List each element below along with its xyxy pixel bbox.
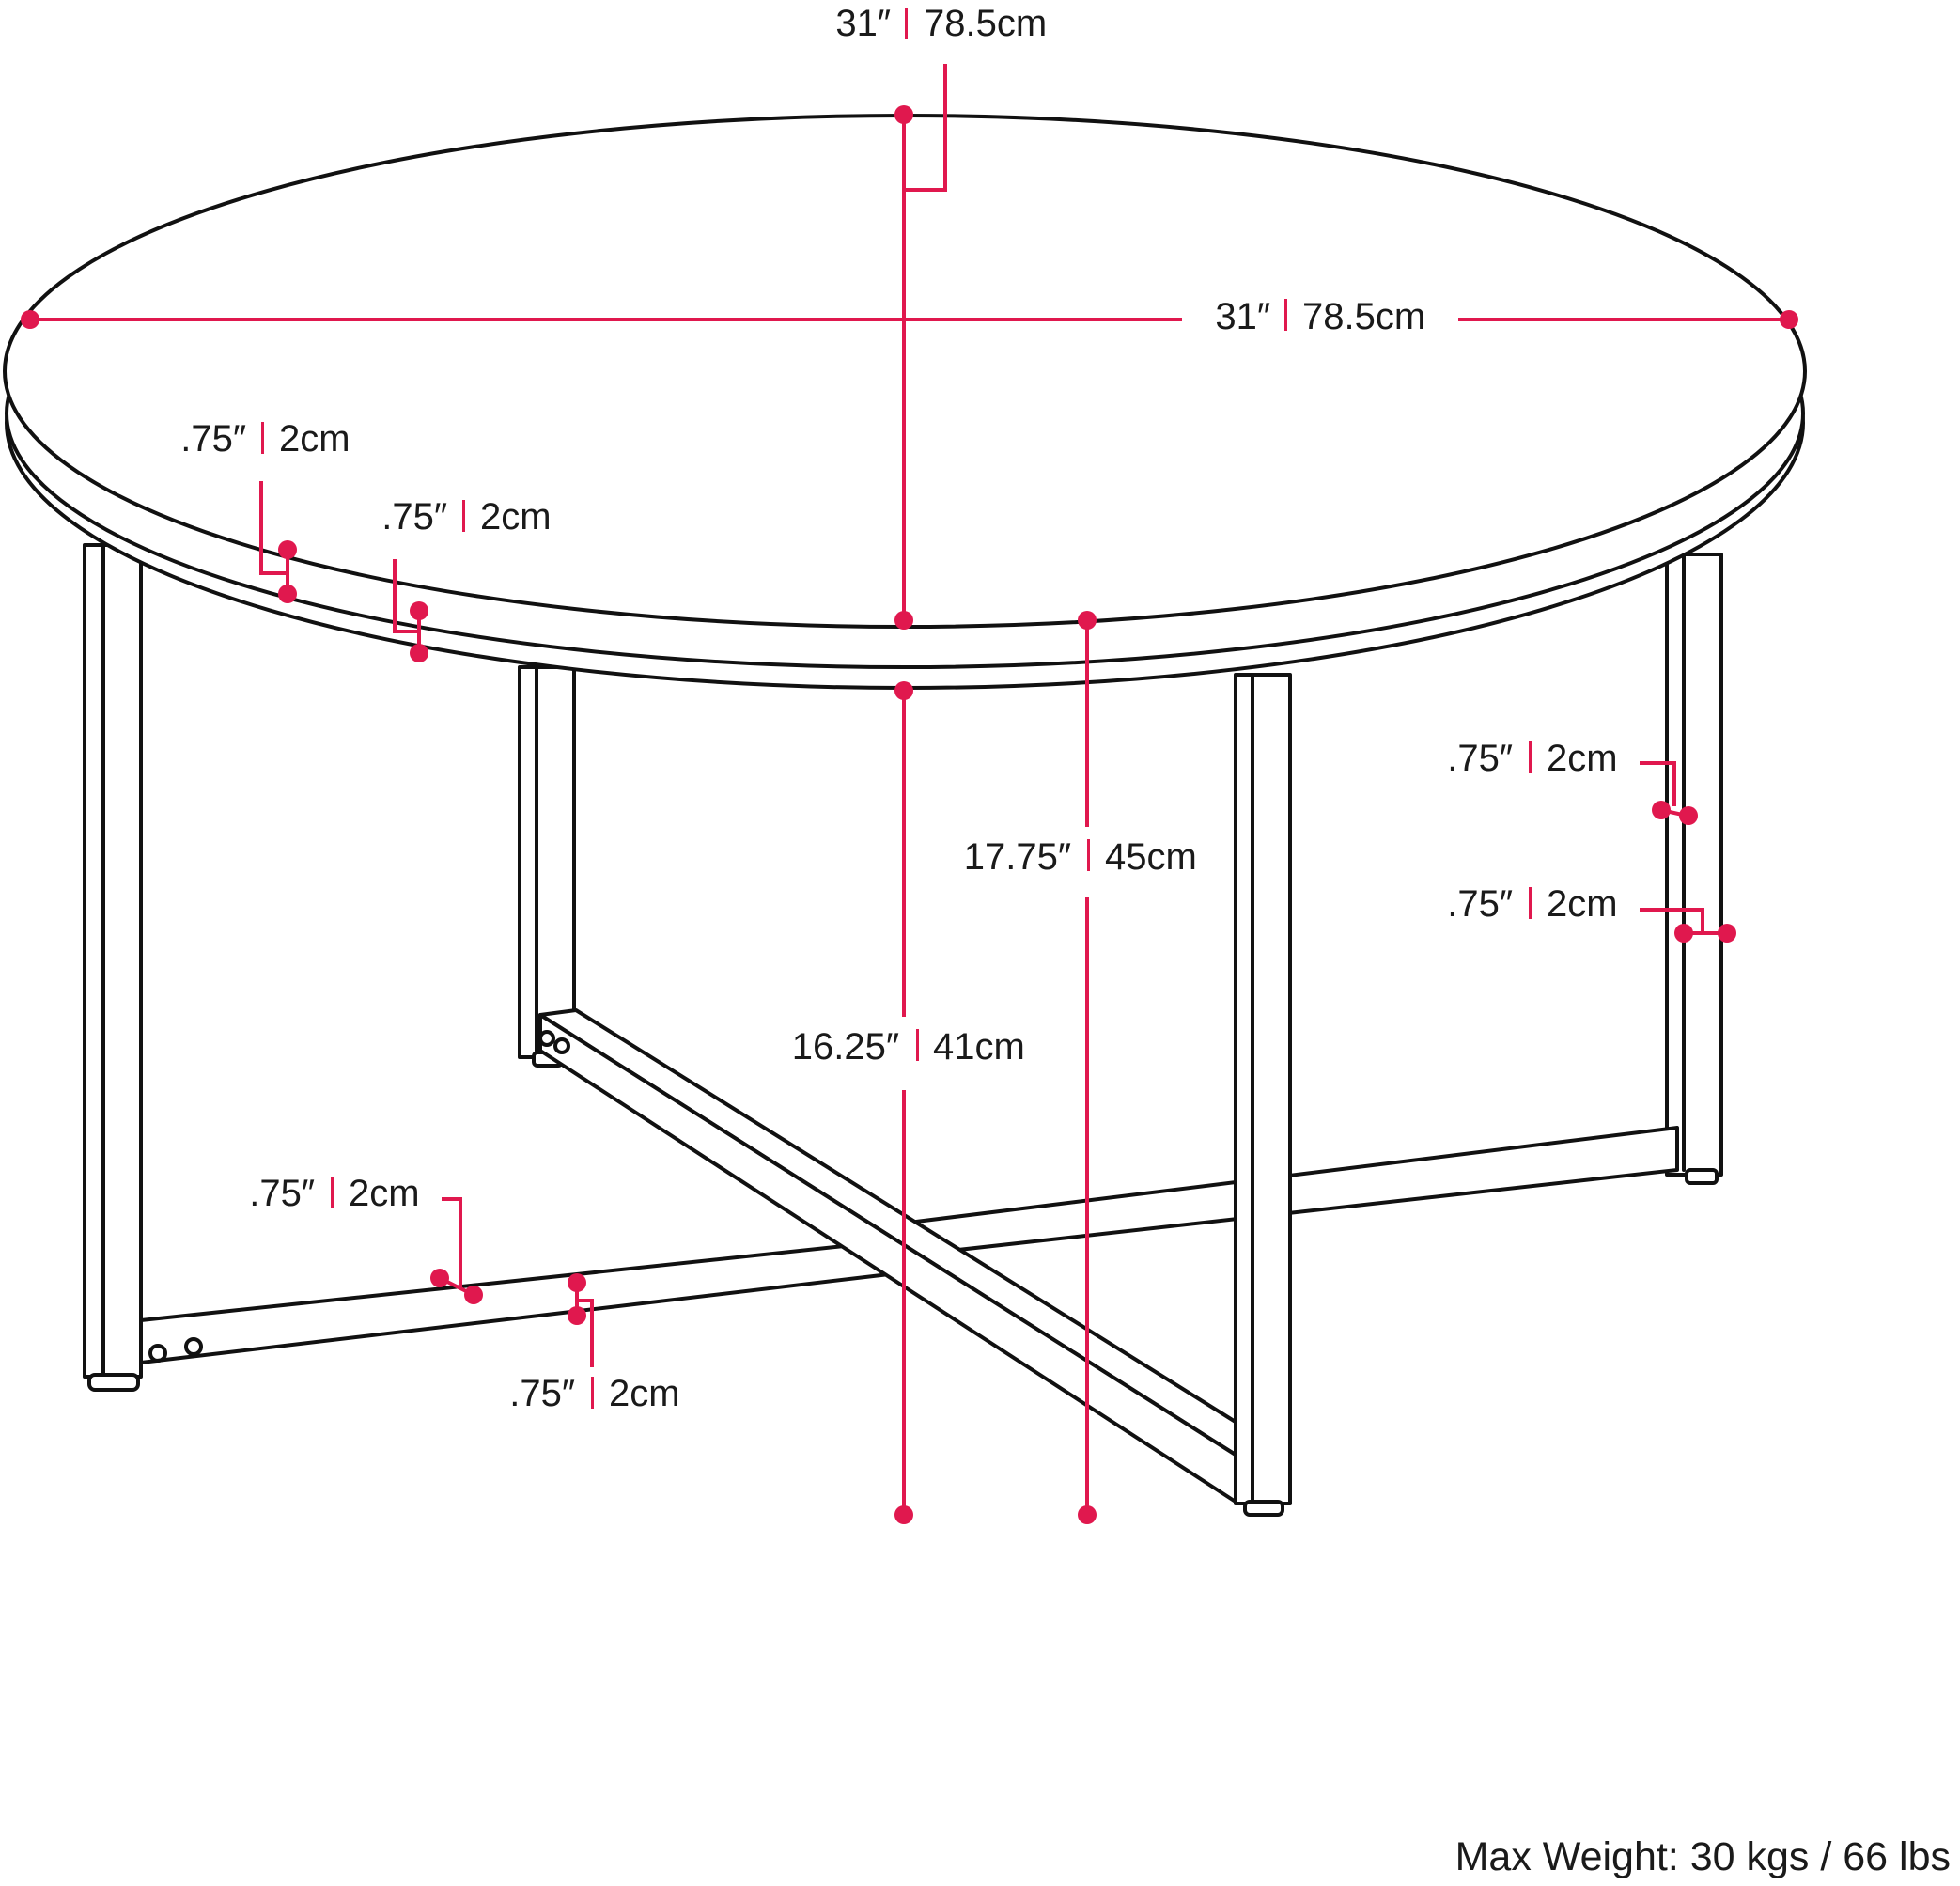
dimension-dot <box>1652 801 1671 819</box>
dimension-dot <box>410 644 428 662</box>
front-left-leg <box>83 543 143 1392</box>
dimension-dot <box>464 1286 483 1304</box>
dimension-dot <box>21 310 39 329</box>
leg-width-imperial: .75″ <box>1447 883 1513 925</box>
clearance-metric: 41cm <box>933 1026 1025 1068</box>
dimension-dot <box>1674 924 1693 943</box>
dimension-dot <box>1078 1505 1097 1524</box>
dimension-dot <box>430 1269 449 1287</box>
rail-depth-imperial: .75″ <box>509 1373 575 1414</box>
dimension-dot <box>894 1505 913 1524</box>
leg-depth-metric: 2cm <box>1547 738 1618 779</box>
top-thickness-metric: 2cm <box>279 418 350 460</box>
dimension-dot <box>278 585 297 603</box>
right-side-rail <box>914 1126 1679 1256</box>
dimension-dot <box>1679 806 1698 825</box>
front-right-leg <box>1234 673 1292 1517</box>
top-depth-imperial: 31″ <box>835 3 891 44</box>
dimension-dot <box>410 601 428 620</box>
dimension-dot <box>894 681 913 700</box>
dimension-dot <box>1078 611 1097 630</box>
apron-height-metric: 2cm <box>480 496 552 538</box>
clearance-imperial: 16.25″ <box>792 1026 899 1068</box>
rail-height-metric: 2cm <box>349 1173 420 1214</box>
max-weight-label: Max Weight: 30 kgs / 66 lbs <box>1455 1834 1951 1879</box>
dimension-dot <box>568 1306 586 1325</box>
dimension-dot <box>278 540 297 559</box>
total-height-metric: 45cm <box>1105 836 1197 878</box>
dimension-dot <box>568 1273 586 1292</box>
dimension-lines <box>21 64 1798 1524</box>
dimension-dot <box>1718 924 1736 943</box>
left-side-rail <box>139 1239 899 1364</box>
apron-height-imperial: .75″ <box>381 496 447 538</box>
rail-depth-metric: 2cm <box>609 1373 680 1414</box>
top-width-imperial: 31″ <box>1215 296 1270 337</box>
back-right-leg <box>1665 553 1723 1185</box>
x-crossbar <box>538 1008 1240 1505</box>
dimension-dot <box>1780 310 1798 329</box>
dimension-dot <box>894 611 913 630</box>
top-depth-metric: 78.5cm <box>924 3 1047 44</box>
top-width-metric: 78.5cm <box>1302 296 1425 337</box>
top-thickness-imperial: .75″ <box>180 418 246 460</box>
total-height-imperial: 17.75″ <box>964 836 1071 878</box>
back-left-leg <box>518 665 576 1068</box>
rail-height-imperial: .75″ <box>249 1173 315 1214</box>
dimension-dot <box>894 105 913 124</box>
leg-width-metric: 2cm <box>1547 883 1618 925</box>
dimension-labels: 31″ 78.5cm 31″ 78.5cm .75″ 2cm .75″ 2cm … <box>180 3 1617 1414</box>
leg-depth-imperial: .75″ <box>1447 738 1513 779</box>
